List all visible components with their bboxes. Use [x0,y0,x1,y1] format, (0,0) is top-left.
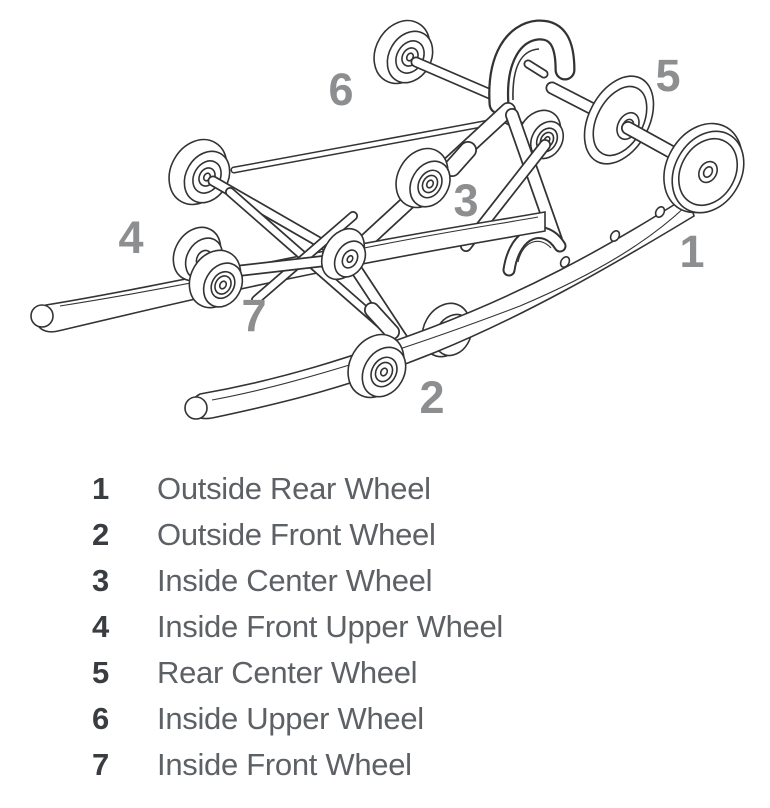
legend-number: 2 [92,517,109,552]
legend-label: Inside Front Upper Wheel [157,609,504,644]
frame-rod [230,118,498,174]
legend-label: Outside Front Wheel [157,517,436,552]
outer-ski-tip-cap [184,396,208,420]
suspension-diagram: 6 5 4 3 1 7 2 [30,19,745,423]
wheel-6-axle [410,56,503,103]
callout-2: 2 [419,372,445,423]
rail-hole [654,206,666,218]
rail-hole [559,256,571,268]
front-pivot-wheel [320,227,367,281]
rail-arch-mount [502,226,567,277]
legend-label: Inside Upper Wheel [157,701,424,736]
legend-number: 4 [92,609,109,644]
suspension-line-art [30,19,745,420]
legend-row-7: 7 Inside Front Wheel [92,742,503,788]
legend-row-3: 3 Inside Center Wheel [92,558,503,604]
callout-5: 5 [655,50,681,101]
wheel-7-inside-front [172,226,244,309]
legend-row-1: 1 Outside Rear Wheel [92,466,503,512]
callout-4: 4 [118,212,144,263]
legend-number: 5 [92,655,109,690]
legend-label: Inside Center Wheel [157,563,433,598]
parts-legend: 1 Outside Rear Wheel 2 Outside Front Whe… [92,466,503,788]
rear-axle-bracket [488,19,576,115]
wheel-2-outside-front [347,333,407,399]
wheel-4-inside-front-upper [168,138,231,206]
legend-label: Rear Center Wheel [157,655,418,690]
legend-row-5: 5 Rear Center Wheel [92,650,503,696]
legend-row-6: 6 Inside Upper Wheel [92,696,503,742]
legend-number: 3 [92,563,109,598]
legend-number: 6 [92,701,109,736]
inner-ski-tip-cap [30,304,54,328]
callout-7: 7 [241,290,267,341]
front-scissor-bars [225,187,413,353]
legend-number: 7 [92,747,109,782]
wheel-1-outside-rear [663,122,745,214]
rail-hole [609,230,621,242]
legend-label: Inside Front Wheel [157,747,412,782]
legend-label: Outside Rear Wheel [157,471,431,506]
callout-6: 6 [328,64,354,115]
callout-3: 3 [453,175,479,226]
callout-1: 1 [679,226,705,277]
wheel-6-inside-upper [373,19,434,85]
legend-number: 1 [92,471,109,506]
legend-row-2: 2 Outside Front Wheel [92,512,503,558]
wheel-3-inside-center [395,147,451,209]
legend-row-4: 4 Inside Front Upper Wheel [92,604,503,650]
